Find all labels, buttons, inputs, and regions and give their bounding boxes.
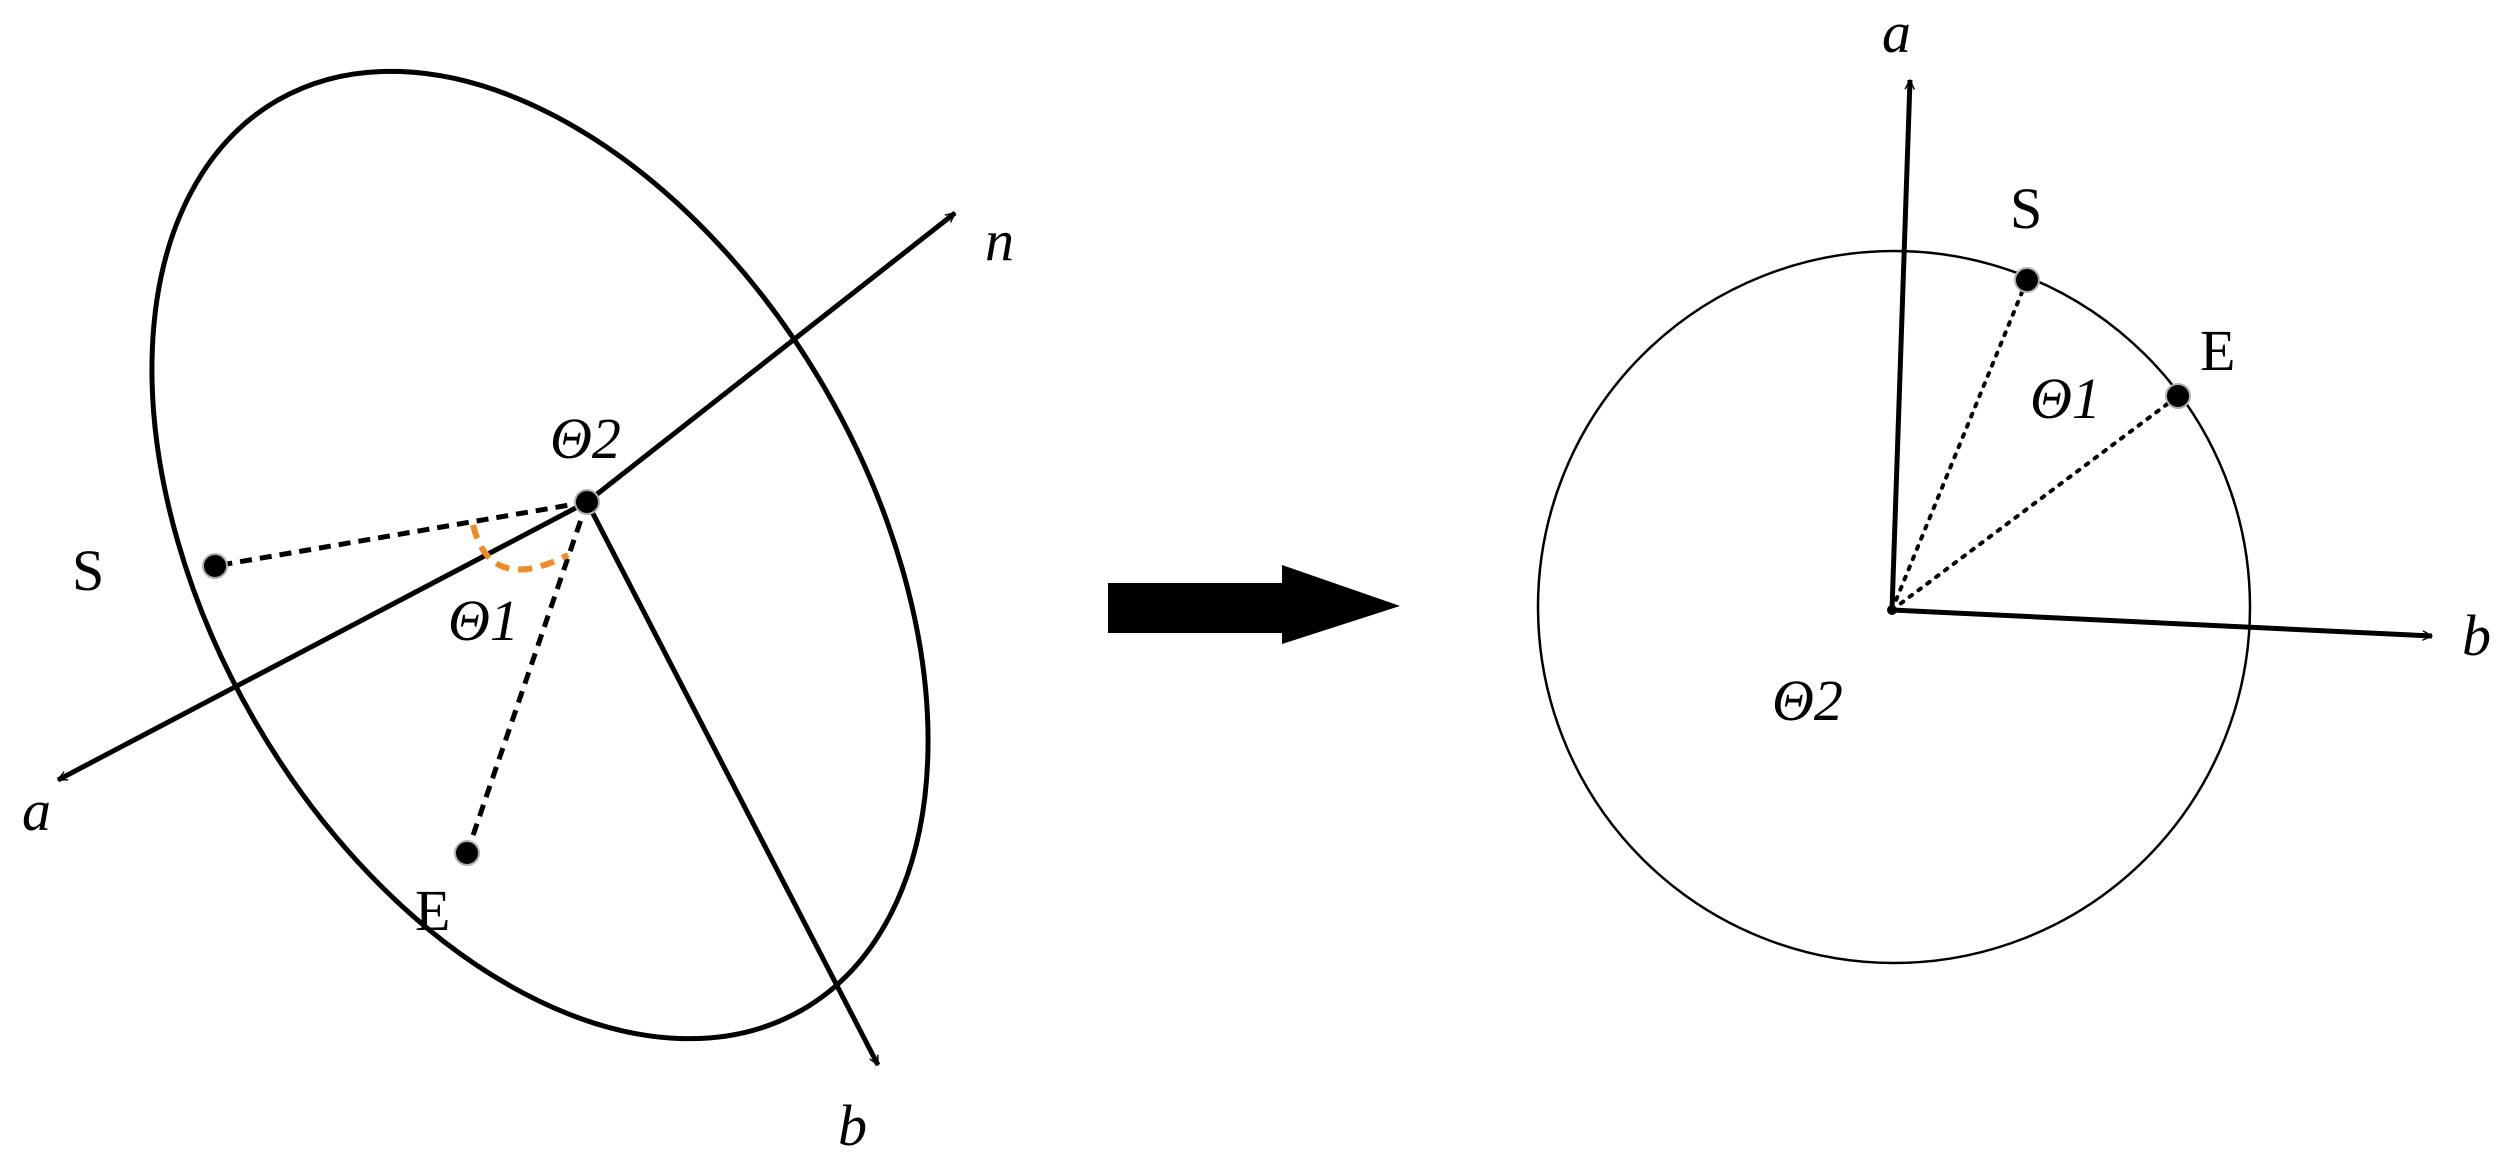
projected-circle xyxy=(1536,249,2252,965)
right-label-s: S xyxy=(2010,176,2042,241)
left-dashed-line-e xyxy=(464,501,590,854)
right-panel: a b S E Θ1 Θ2 xyxy=(1536,0,2491,965)
tilted-disc-ellipse xyxy=(149,68,931,1042)
left-panel: n a b S E Θ1 Θ2 xyxy=(22,68,1014,1158)
left-label-theta1: Θ1 xyxy=(448,588,519,653)
left-axis-n xyxy=(585,211,957,504)
angle-arc-theta1 xyxy=(470,524,570,573)
left-label-theta2: Θ2 xyxy=(550,406,621,471)
right-label-e: E xyxy=(2200,318,2235,383)
left-label-e: E xyxy=(415,878,450,943)
transition-arrow xyxy=(1108,565,1400,644)
transition-arrow-shaft xyxy=(1108,583,1288,633)
transition-arrow-head xyxy=(1282,565,1400,644)
right-axis-a xyxy=(1889,79,1915,611)
right-label-a: a xyxy=(1882,0,1911,65)
right-label-b: b xyxy=(2462,603,2491,668)
right-label-theta2: Θ2 xyxy=(1772,668,1843,733)
right-label-theta1: Θ1 xyxy=(2030,366,2101,431)
left-label-n: n xyxy=(985,208,1014,273)
right-point-e xyxy=(2165,383,2191,409)
left-point-e xyxy=(454,840,480,866)
left-label-s: S xyxy=(72,538,104,603)
right-point-s xyxy=(2014,267,2040,293)
left-label-b: b xyxy=(838,1093,867,1158)
left-dashed-line-s xyxy=(214,499,588,569)
right-dotted-line-e xyxy=(1890,394,2180,612)
left-label-a: a xyxy=(22,778,51,843)
left-point-s xyxy=(202,553,228,579)
right-point-center xyxy=(1887,605,1897,615)
right-axis-b xyxy=(1891,607,2433,641)
right-dotted-line-s xyxy=(1890,278,2029,612)
left-axis-a xyxy=(56,499,589,783)
left-point-center xyxy=(574,489,600,515)
left-axis-b xyxy=(584,500,881,1067)
